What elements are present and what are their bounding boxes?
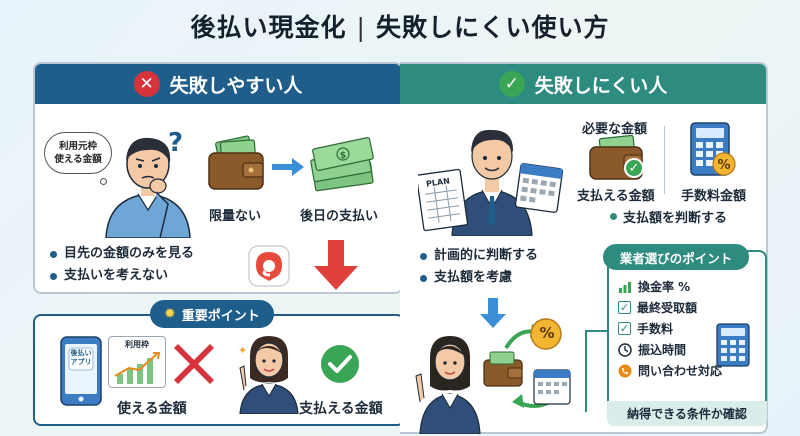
judge-payment-line: 支払額を判断する (610, 207, 727, 226)
title-separator: | (356, 13, 366, 42)
bar-chart-icon (619, 281, 631, 293)
calculator-icon: % (690, 122, 736, 176)
criteria-label: 手数料 (637, 322, 674, 336)
app-logo-icon (248, 245, 290, 287)
svg-text:%: % (717, 158, 730, 173)
criteria-item: ✓ 手数料 (618, 318, 722, 339)
phone-app-line-2: アプリ (70, 358, 92, 366)
connector-line (585, 330, 607, 332)
later-pay-label: 後日の支払い (300, 209, 379, 224)
failure-resistant-bullets: 計画的に判断する 支払額を考慮 (420, 245, 538, 289)
money-stack-icon: $ (310, 136, 374, 192)
arrow-down-small-icon (480, 298, 506, 328)
lightbulb-icon: ✹ (164, 306, 176, 322)
percent-coin-label: % (539, 324, 555, 342)
checkbox-icon: ✓ (618, 301, 631, 314)
thought-dot (100, 178, 107, 185)
payable-amount-right-label: 支払える金額 (577, 189, 655, 204)
divider (664, 126, 665, 194)
failure-prone-bullets: 目先の金額のみを見る 支払いを考えない (50, 243, 194, 287)
failure-prone-header: ✕ 失敗しやすい人 (35, 64, 401, 104)
criteria-label: 最終受取額 (637, 301, 698, 315)
vendor-selection-tab: 業者選びのポイント (603, 244, 749, 270)
limited-label: 限量ない (209, 209, 262, 224)
failure-prone-heading: 失敗しやすい人 (169, 74, 303, 97)
vendor-footer: 納得できる条件か確認 (607, 401, 767, 426)
vendor-criteria-list: 換金率 % ✓ 最終受取額 ✓ 手数料 振込時間 問い合わせ対応 (618, 276, 722, 381)
bullet-item: 計画的に判断する (420, 245, 538, 267)
criteria-item: 問い合わせ対応 (618, 360, 722, 381)
criteria-item: 換金率 % (618, 276, 722, 297)
thought-line-2: 使える金額 (54, 154, 102, 165)
checkbox-icon: ✓ (618, 322, 631, 335)
phone-icon (618, 364, 632, 377)
check-circle-icon (321, 345, 359, 383)
clock-icon (618, 342, 632, 357)
criteria-label: 問い合わせ対応 (638, 364, 723, 378)
confused-person-illustration (105, 137, 191, 238)
calculator-small-icon (716, 323, 750, 367)
thought-line-1: 利用元枠 (58, 141, 97, 152)
bullet-item: 支払額を考慮 (420, 267, 538, 289)
growth-chart-icon (114, 352, 161, 384)
key-point-tab: ✹ 重要ポイント (150, 300, 274, 328)
question-mark: ? (168, 128, 184, 158)
page-title: 後払い現金化 | 失敗しにくい使い方 (0, 8, 800, 44)
arrow-down-icon (314, 240, 358, 290)
criteria-item: ✓ 最終受取額 (618, 297, 722, 318)
wallet-check-icon: ✓ (624, 158, 644, 178)
bullet-item: 目先の金額のみを見る (50, 243, 194, 265)
wallet-icon (208, 135, 264, 190)
payment-cycle-illustration (483, 318, 571, 408)
needed-amount-label: 必要な金額 (582, 122, 648, 137)
svg-text:$: $ (340, 151, 346, 161)
check-icon: ✓ (498, 71, 525, 97)
thought-bubble: 利用元枠 使える金額 (44, 132, 112, 174)
title-right: 失敗しにくい使い方 (375, 13, 610, 42)
smartphone-icon (60, 336, 102, 406)
arrow-right-icon (272, 158, 304, 176)
bullet-item: 支払いを考えない (50, 265, 194, 287)
sparkle-icon: ✦ (238, 344, 248, 357)
criteria-item: 振込時間 (618, 339, 722, 360)
bullet-dot (610, 213, 617, 220)
usable-amount-label: 使える金額 (117, 401, 187, 417)
criteria-label: 換金率 % (638, 280, 691, 294)
businesswoman-illustration (415, 336, 481, 434)
title-left: 後払い現金化 (190, 13, 347, 42)
connector-line (585, 330, 587, 412)
judge-payment-label: 支払額を判断する (623, 211, 728, 226)
big-x-icon (174, 344, 214, 384)
payable-amount-label: 支払える金額 (299, 401, 383, 417)
fee-amount-label: 手数料金額 (681, 189, 747, 204)
failure-resistant-header: ✓ 失敗しにくい人 (400, 64, 766, 104)
phone-app-line-1: 後払い (70, 349, 92, 357)
criteria-label: 振込時間 (638, 343, 687, 357)
businessman-with-plan-illustration (418, 129, 564, 236)
woman-pointing-illustration (239, 336, 299, 414)
phone-app-label: 後払い アプリ (70, 349, 92, 367)
usage-chart-card: 利用枠 (108, 336, 166, 388)
x-icon: ✕ (133, 71, 160, 97)
failure-resistant-heading: 失敗しにくい人 (534, 74, 668, 97)
usage-chart-label: 利用枠 (125, 340, 149, 349)
key-point-label: 重要ポイント (181, 308, 260, 324)
